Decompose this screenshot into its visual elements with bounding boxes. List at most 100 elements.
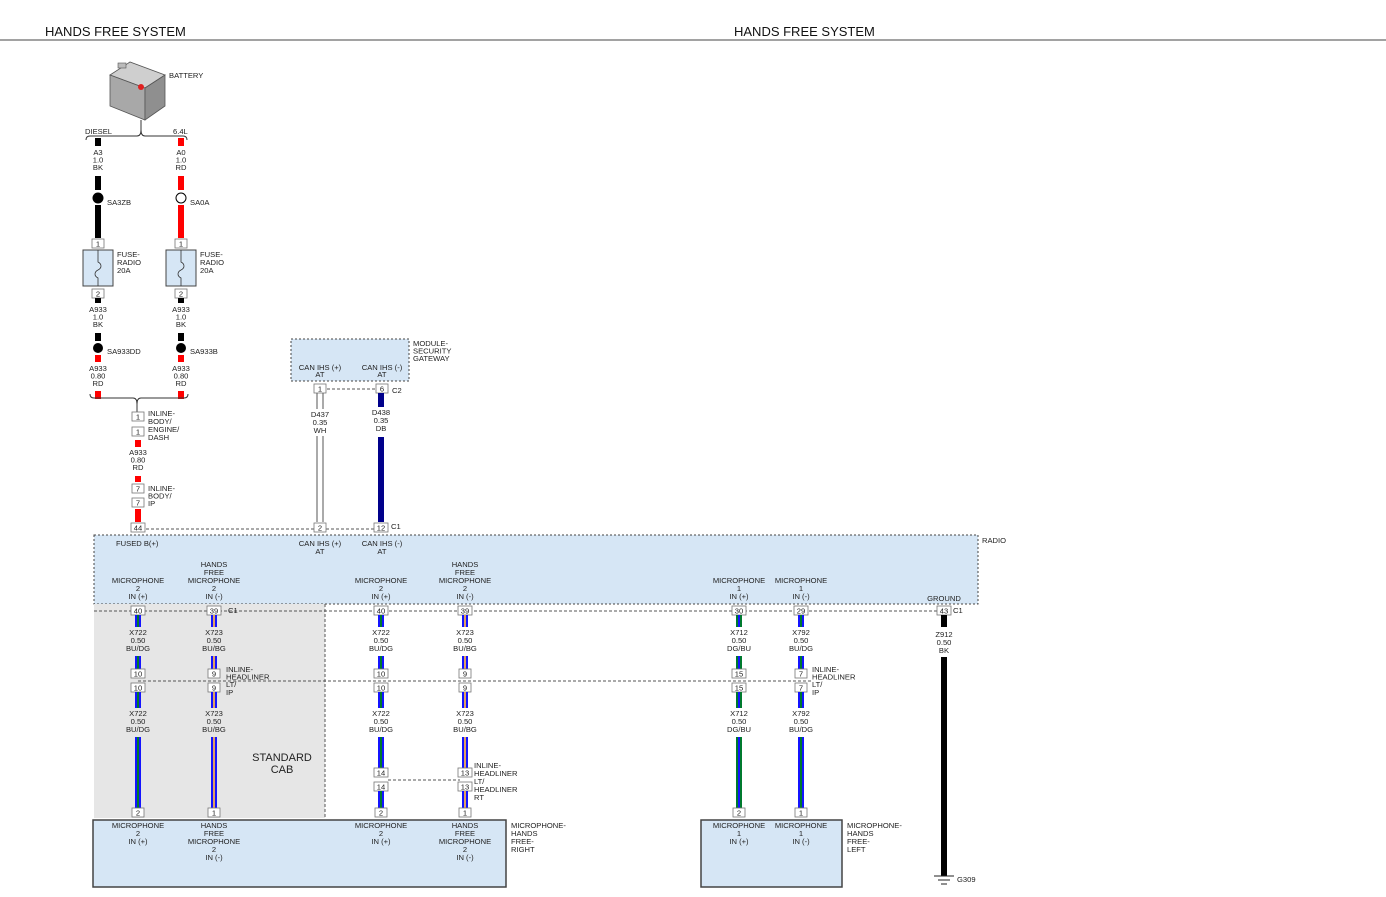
standard-cab-region: [94, 604, 325, 818]
pin-number: 40: [377, 607, 385, 616]
gateway-label: GATEWAY: [413, 354, 450, 363]
pin-label: MICROPHONE: [355, 576, 407, 585]
wire-label: X723: [456, 709, 474, 718]
component-label: MICROPHONE-: [847, 821, 902, 830]
wire-stripe: [380, 656, 382, 669]
splice-label: SA933DD: [107, 347, 141, 356]
pin-label: IN (-): [456, 592, 474, 601]
wire-label: X723: [456, 628, 474, 637]
wire-label: 0.50: [207, 636, 222, 645]
microphone-hands-free-left: [700, 819, 843, 888]
wire-stripe: [464, 656, 466, 669]
wire-label: BK: [939, 646, 949, 655]
pin-number: 44: [134, 524, 142, 533]
gateway-label: SECURITY: [413, 347, 451, 356]
wire-label: 0.35: [374, 416, 389, 425]
inline-connector-label: RT: [474, 793, 484, 802]
pin-label: IN (+): [128, 837, 148, 846]
pin-label: MICROPHONE: [355, 821, 407, 830]
pin-number: 1: [318, 385, 322, 394]
wire-label: 0.50: [794, 717, 809, 726]
fuse-icon: [94, 250, 102, 286]
splice-icon: [93, 343, 103, 353]
wire-label: X722: [372, 709, 390, 718]
wire-label: BU/BG: [453, 725, 477, 734]
connector-pin: [374, 807, 388, 818]
wire-label: X722: [372, 628, 390, 637]
pin-label: IN (+): [729, 837, 749, 846]
wire-label: 0.80: [174, 372, 189, 381]
connector-pin: [373, 668, 389, 679]
wire-label: RD: [93, 379, 104, 388]
battery-label: BATTERY: [169, 71, 203, 80]
inline-connector-label: BODY/: [148, 492, 173, 501]
pin-label: HANDS: [452, 821, 479, 830]
wire-label: BU/DG: [369, 644, 393, 653]
pin-number: 1: [212, 809, 216, 818]
pin-label: 2: [136, 584, 140, 593]
pin-label: CAN IHS (+): [299, 363, 342, 372]
wire-segment: [941, 657, 947, 876]
pin-label: 2: [379, 584, 383, 593]
radio-module: [93, 534, 979, 605]
pin-number: 39: [461, 607, 469, 616]
connector-pin: [207, 668, 221, 679]
component-label: FREE-: [847, 837, 870, 846]
pin-number: 40: [134, 607, 142, 616]
security-gateway-module: [290, 338, 410, 382]
wire-segment: [95, 176, 101, 190]
pin-label: MICROPHONE: [112, 576, 164, 585]
wire-label: X712: [730, 628, 748, 637]
inline-connector-label: LT/: [474, 777, 485, 786]
wire-label: BU/DG: [126, 725, 150, 734]
wire-stripe: [213, 656, 215, 669]
wire-label: 0.50: [794, 636, 809, 645]
wire-label: BU/BG: [202, 725, 226, 734]
inline-connector-label: INLINE-: [148, 409, 175, 418]
pin-number: 14: [377, 783, 385, 792]
pin-label: FREE: [455, 829, 475, 838]
inline-connector-label: BODY/: [148, 417, 173, 426]
wire-stripe: [800, 615, 802, 627]
connector-id: C1: [228, 606, 238, 615]
component-label: RIGHT: [511, 845, 535, 854]
wire-stripe: [738, 615, 740, 627]
wire-segment: [378, 393, 384, 407]
connector-pin: [207, 807, 221, 818]
wire-label: X722: [129, 628, 147, 637]
pin-label: 2: [463, 584, 467, 593]
wire-stripe: [464, 615, 466, 627]
pin-label: MICROPHONE: [775, 576, 827, 585]
wire-segment: [178, 205, 184, 238]
pin-label: MICROPHONE: [439, 837, 491, 846]
wire-label: 0.80: [131, 456, 146, 465]
pin-label: HANDS: [201, 560, 228, 569]
inline-connector-label: LT/: [812, 680, 823, 689]
inline-connector-label: IP: [226, 688, 233, 697]
pin-number: 7: [799, 670, 803, 679]
wire-label: WH: [314, 426, 327, 435]
pin-label: 1: [799, 829, 803, 838]
pin-label: 2: [212, 584, 216, 593]
wire-label: 1.0: [176, 313, 187, 322]
wire-segment: [95, 391, 101, 399]
wire-label: DG/BU: [727, 644, 751, 653]
wire-label: 0.50: [374, 717, 389, 726]
wire-label: X792: [792, 709, 810, 718]
wire-segment: [135, 476, 141, 482]
inline-connector-label: IP: [812, 688, 819, 697]
pin-number: 1: [179, 240, 183, 249]
wire-label: 1.0: [93, 156, 104, 165]
fuse-label: FUSE-: [200, 250, 223, 259]
pin-number: 2: [737, 809, 741, 818]
pin-label: AT: [377, 370, 387, 379]
wire-stripe: [380, 615, 382, 627]
page-title-left: HANDS FREE SYSTEM: [45, 24, 186, 39]
connector-pin: [131, 807, 145, 818]
wire-segment: [95, 355, 101, 362]
wire-label: 0.50: [131, 636, 146, 645]
pin-label: AT: [315, 547, 325, 556]
pin-number: 1: [799, 809, 803, 818]
pin-label: FREE: [204, 568, 224, 577]
ground-label: G309: [957, 875, 976, 884]
